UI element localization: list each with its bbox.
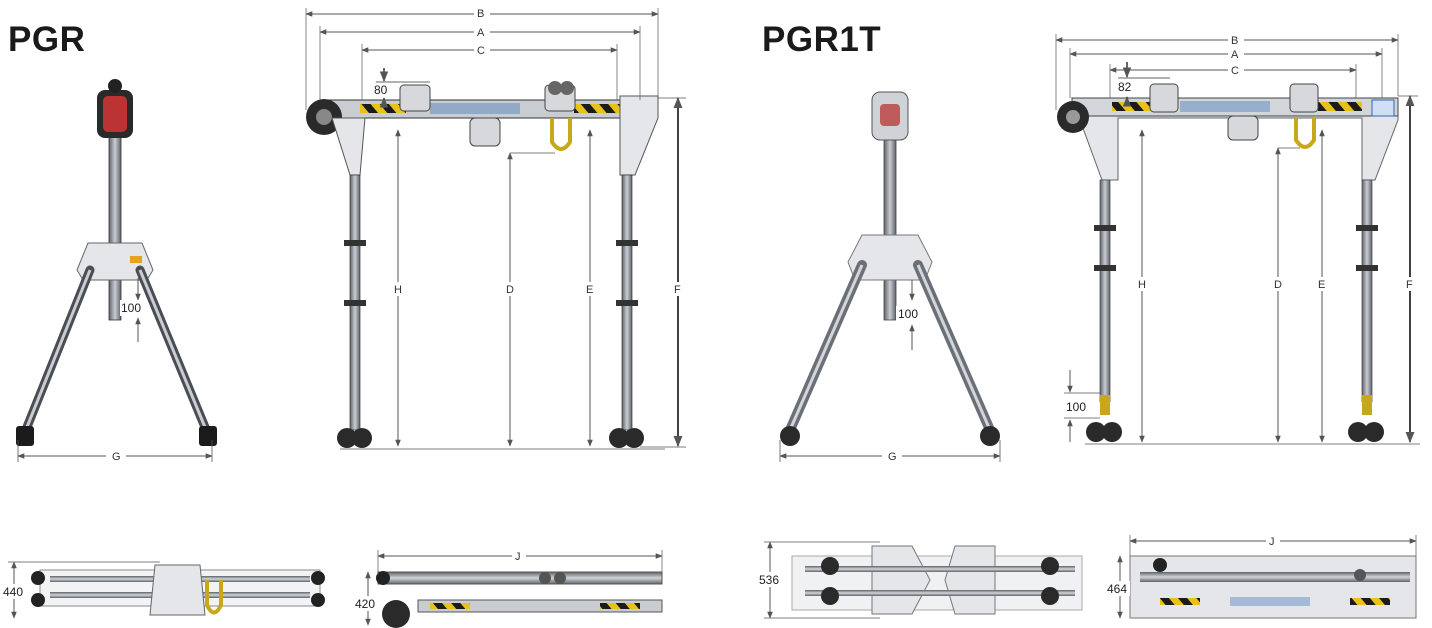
dim-a-pgr1t: A [1231, 49, 1239, 61]
dim-b-pgr1t: B [1231, 35, 1238, 47]
pgr-side-view [16, 79, 217, 463]
dim-j-pgr: J [515, 551, 521, 563]
dim-d-pgr: D [506, 284, 514, 296]
pgr1t-fold-height-label: 464 [1107, 582, 1127, 596]
dim-j-pgr1t: J [1269, 536, 1275, 548]
model-title-pgr1t: PGR1T [762, 20, 882, 59]
dim-f-pgr: F [674, 284, 681, 296]
pgr1t-side-view [779, 91, 1001, 463]
model-title-pgr: PGR [8, 20, 86, 59]
dim-h-pgr1t: H [1138, 279, 1146, 291]
dim-f-pgr1t: F [1406, 279, 1413, 291]
dim-d-pgr1t: D [1274, 279, 1282, 291]
pgr1t-front-view [1055, 33, 1420, 445]
dim-c-pgr: C [477, 45, 485, 57]
pgr-top-offset-label: 80 [374, 83, 388, 97]
pgr-front-view [305, 6, 686, 450]
pgr1t-wheel-clearance-label: 100 [1066, 400, 1086, 414]
pgr1t-fold-width-label: 536 [759, 573, 779, 587]
pgr-clearance-label: 100 [121, 301, 141, 315]
pgr1t-folded-top-view [758, 541, 1083, 619]
pgr-fold-height-label: 420 [355, 597, 375, 611]
pgr1t-folded-side-view [1106, 534, 1417, 619]
dim-e-pgr1t: E [1318, 279, 1325, 291]
dim-b-pgr: B [477, 8, 484, 20]
dim-a-pgr: A [477, 27, 485, 39]
dim-e-pgr: E [586, 284, 593, 296]
dim-g-pgr1t: G [888, 451, 897, 463]
pgr-fold-width-label: 440 [3, 585, 23, 599]
dim-h-pgr: H [394, 284, 402, 296]
pgr-folded-top-view [2, 561, 325, 619]
pgr1t-top-offset-label: 82 [1118, 80, 1132, 94]
pgr-folded-side-view [354, 549, 663, 628]
pgr1t-clearance-label: 100 [898, 307, 918, 321]
dim-g-pgr: G [112, 451, 121, 463]
dim-c-pgr1t: C [1231, 65, 1239, 77]
